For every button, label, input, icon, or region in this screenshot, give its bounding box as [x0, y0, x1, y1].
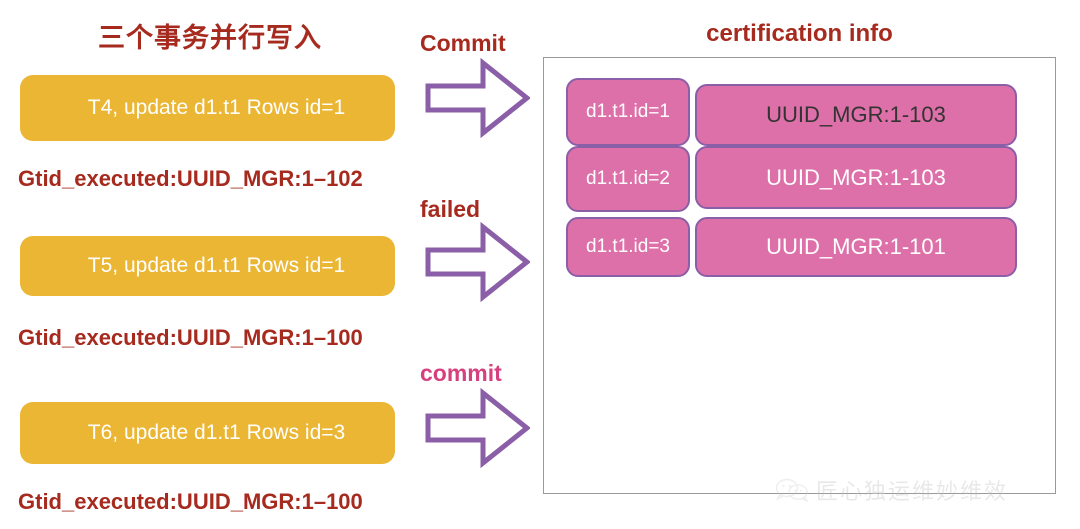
arrow-label-failed: failed: [420, 196, 481, 222]
arrow-label-commit-2: commit: [420, 360, 502, 386]
transaction-box-label: T4, update d1.t1 Rows id=1: [87, 96, 346, 119]
gtid-executed-t6: Gtid_executed:UUID_MGR:1–100: [18, 489, 363, 514]
certification-value: UUID_MGR:1-103: [695, 84, 1017, 146]
gtid-executed-t5: Gtid_executed:UUID_MGR:1–100: [18, 325, 363, 350]
transaction-box-t5: T5, update d1.t1 Rows id=1: [20, 236, 395, 296]
transaction-box-label: T6, update d1.t1 Rows id=3: [87, 421, 346, 444]
panel-title: certification info: [706, 20, 893, 47]
gtid-executed-t4: Gtid_executed:UUID_MGR:1–102: [18, 166, 363, 191]
arrow-label-commit-1: Commit: [420, 30, 506, 56]
right-block-arrow-icon: [425, 387, 532, 469]
left-column-title: 三个事务并行写入: [98, 23, 322, 53]
certification-key: d1.t1.id=2: [566, 146, 690, 212]
certification-row: d1.t1.id=2 UUID_MGR:1-103: [566, 146, 1017, 212]
certification-row: d1.t1.id=1 UUID_MGR:1-103: [566, 78, 1017, 146]
transaction-box-t6: T6, update d1.t1 Rows id=3: [20, 402, 395, 464]
certification-value: UUID_MGR:1-103: [695, 146, 1017, 209]
transaction-box-t4: T4, update d1.t1 Rows id=1: [20, 75, 395, 141]
transaction-box-label: T5, update d1.t1 Rows id=1: [87, 254, 346, 277]
certification-key: d1.t1.id=3: [566, 217, 690, 277]
certification-row: d1.t1.id=3 UUID_MGR:1-101: [566, 217, 1017, 277]
right-block-arrow-icon: [425, 221, 532, 303]
certification-value: UUID_MGR:1-101: [695, 217, 1017, 277]
certification-key: d1.t1.id=1: [566, 78, 690, 146]
right-block-arrow-icon: [425, 57, 532, 139]
certification-info-panel: d1.t1.id=1 UUID_MGR:1-103 d1.t1.id=2 UUI…: [543, 57, 1056, 494]
